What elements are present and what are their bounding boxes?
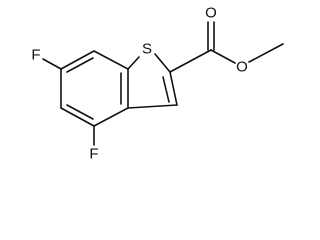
chemical-structure-diagram: S O O F F — [31, 5, 284, 163]
bond-c7-c6-inner — [66, 57, 94, 73]
bond-c6-f — [42, 58, 62, 70]
fluorine-6-label: F — [31, 47, 40, 64]
bond-c5-c4 — [60, 107, 95, 127]
bond-ester-o-methyl — [248, 43, 284, 63]
bond-c5-c4-inner — [66, 104, 94, 120]
bond-carbonyl-ester-o — [210, 49, 236, 64]
bond-c7a-c7 — [93, 50, 129, 70]
carbonyl-oxygen-label: O — [205, 5, 217, 22]
bond-s1-c2 — [154, 53, 171, 73]
bond-c7-c6 — [60, 50, 95, 70]
bond-c3-c3a — [127, 104, 178, 109]
ester-oxygen-label: O — [236, 59, 248, 76]
bond-c4-c3a — [93, 107, 129, 127]
fluorine-4-label: F — [89, 146, 98, 163]
bond-c2-c3 — [169, 71, 178, 106]
bond-c2-carbonyl — [169, 49, 212, 73]
bond-c7a-s1 — [127, 56, 140, 70]
bond-c2-c3-inner — [162, 76, 170, 103]
sulfur-atom-label: S — [142, 41, 152, 58]
